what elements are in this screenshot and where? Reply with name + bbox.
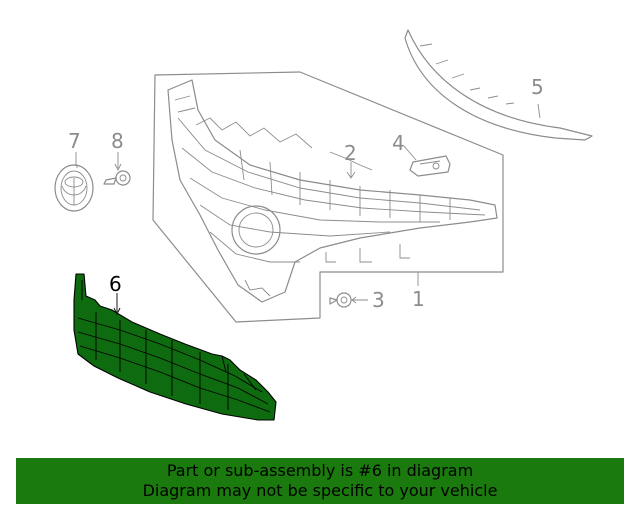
callout-6: 6 xyxy=(109,272,122,296)
lower-grille-part-6 xyxy=(73,273,277,421)
screw-part-8 xyxy=(103,152,131,186)
grille-assembly-boundary xyxy=(152,71,504,323)
banner-line-part-info: Part or sub-assembly is #6 in diagram xyxy=(166,461,474,480)
clip-part-4 xyxy=(403,145,451,177)
screw-part-3 xyxy=(329,292,368,308)
callout-7: 7 xyxy=(68,129,81,153)
callout-4: 4 xyxy=(392,131,405,155)
callout-2: 2 xyxy=(344,141,357,165)
parts-diagram: 1 2 3 4 5 6 7 8 xyxy=(54,29,593,421)
callout-8: 8 xyxy=(111,129,124,153)
banner-line-disclaimer: Diagram may not be specific to your vehi… xyxy=(142,481,498,500)
callout-1: 1 xyxy=(412,287,425,311)
callout-3: 3 xyxy=(372,288,385,312)
info-banner: Part or sub-assembly is #6 in diagram Di… xyxy=(16,458,624,504)
upper-molding-part-5 xyxy=(404,29,593,141)
emblem-part-7 xyxy=(54,152,94,212)
upper-grille-part-1 xyxy=(167,79,498,303)
callout-5: 5 xyxy=(531,75,544,99)
